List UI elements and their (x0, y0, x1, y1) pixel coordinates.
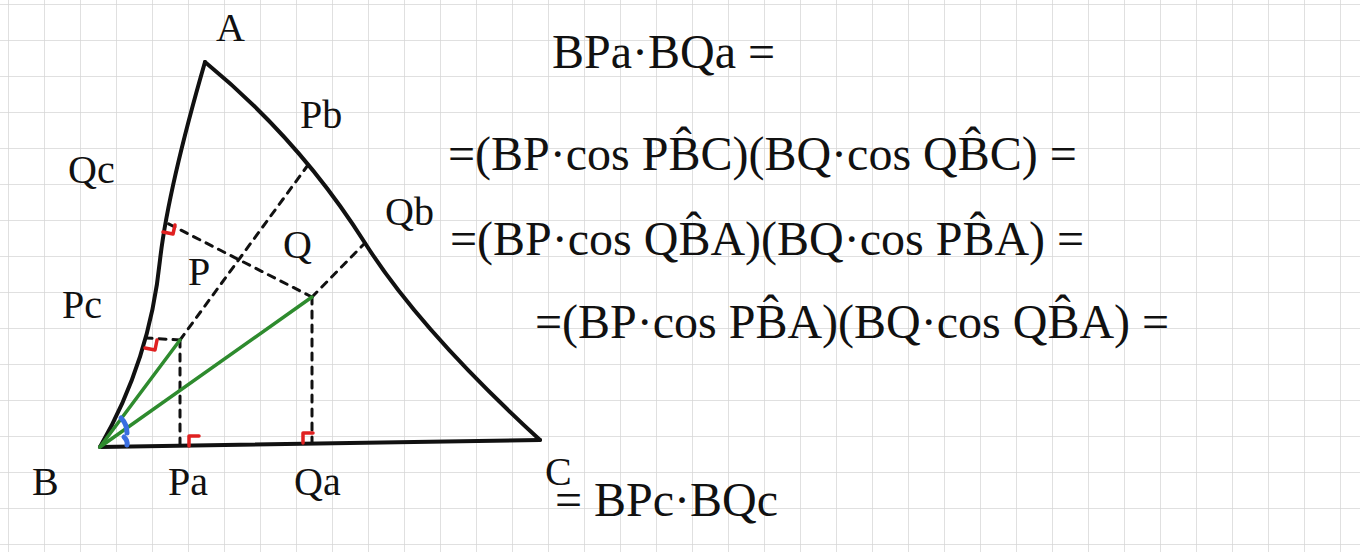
perpendicular-p-c (146, 338, 180, 340)
foot-label: Qc (68, 150, 115, 190)
perpendicular-q-a (311, 297, 314, 443)
equation-line: BPa·BQa = (552, 26, 775, 79)
perpendicular-q-c (165, 222, 312, 297)
equation-line: =(BP·cos PB̂C)(BQ·cos QB̂C) = (448, 128, 1077, 181)
foot-label: Qa (294, 462, 341, 502)
foot-label: Pc (62, 285, 102, 325)
foot-label: Pa (168, 462, 208, 502)
perpendicular-q-b (312, 243, 365, 297)
equation-line: =(BP·cos QB̂A)(BQ·cos PB̂A) = (450, 213, 1084, 266)
right-angle-mark (303, 433, 313, 443)
point-label: P (188, 252, 210, 292)
right-angle-mark (189, 436, 199, 446)
vertex-label: B (32, 462, 59, 502)
side-bc (100, 440, 540, 447)
angle-mark (121, 418, 127, 433)
right-angle-mark (163, 225, 175, 234)
segment-bp (100, 340, 180, 447)
equation-line: = BPc·BQc (555, 474, 778, 527)
segment-bq (100, 297, 312, 447)
angle-mark (124, 437, 127, 445)
foot-label: Qb (385, 192, 434, 232)
point-label: Q (283, 225, 312, 265)
equation-line: =(BP·cos PB̂A)(BQ·cos QB̂A) = (535, 296, 1169, 349)
right-angle-mark (145, 340, 157, 350)
foot-label: Pb (300, 95, 342, 135)
vertex-label: A (216, 8, 245, 48)
